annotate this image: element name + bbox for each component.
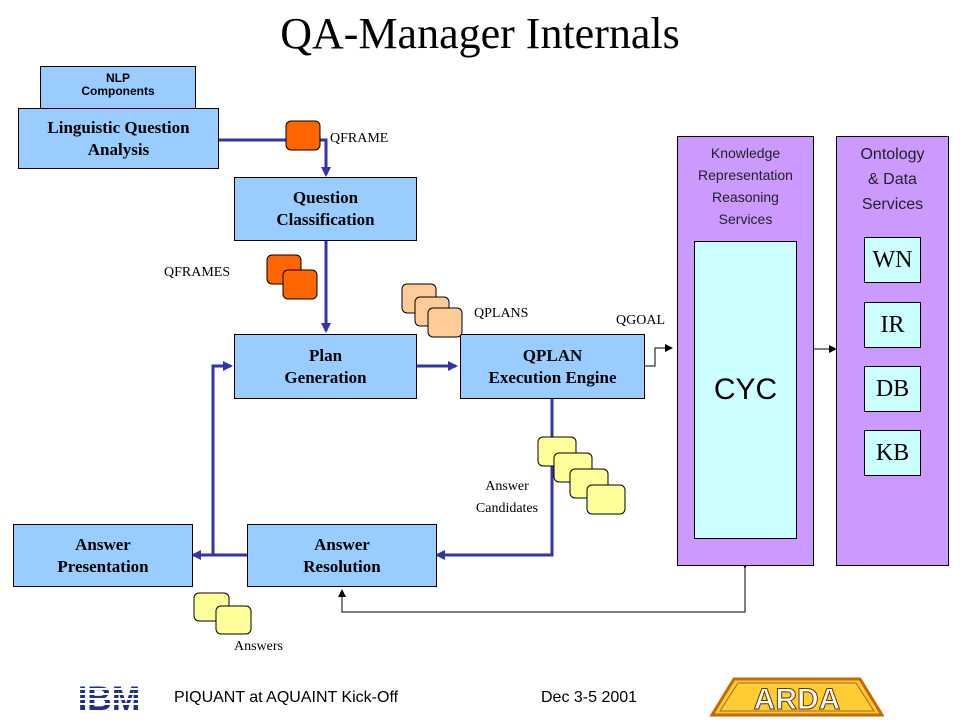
service-wn[interactable]: WN <box>864 237 921 283</box>
ibm-logo: IBM <box>66 680 152 714</box>
question-classification-box[interactable]: Question Classification <box>234 177 417 241</box>
linguistic-question-analysis-box[interactable]: Linguistic Question Analysis <box>18 108 219 169</box>
svg-text:IBM: IBM <box>78 680 140 714</box>
answer-presentation-box[interactable]: Answer Presentation <box>13 524 193 587</box>
qgoal-connector <box>638 344 673 370</box>
service-ir[interactable]: IR <box>864 302 921 348</box>
qframes-label: QFRAMES <box>164 265 231 280</box>
qplans-label: QPLANS <box>474 306 529 321</box>
nlp-components-tab: NLP Components <box>40 66 196 110</box>
ontology-panel-title: Ontology & Data Services <box>860 146 925 213</box>
plan-generation-box[interactable]: Plan Generation <box>234 334 417 399</box>
arda-logo: ARDA <box>709 677 885 717</box>
answer-candidate-card <box>586 484 626 515</box>
cyc-box[interactable]: CYC <box>694 241 797 539</box>
service-kb[interactable]: KB <box>864 430 921 476</box>
service-db[interactable]: DB <box>864 366 921 412</box>
qframes-card <box>282 269 318 300</box>
answer-card <box>215 605 252 635</box>
answer-candidates-label: Answer Candidates <box>475 479 539 516</box>
arrow-linguistic-to-classification <box>219 138 331 177</box>
svg-text:ARDA: ARDA <box>754 683 841 716</box>
footer-date: Dec 3-5 2001 <box>541 689 638 706</box>
qframe-card <box>285 120 321 151</box>
ontology-data-services-panel <box>836 136 949 566</box>
footer-event: PIQUANT at AQUAINT Kick-Off <box>174 689 399 706</box>
page-title: QA-Manager Internals <box>280 9 680 58</box>
cyc-to-resolution-connector <box>338 561 749 613</box>
arrow-feedback-to-plan <box>211 361 233 555</box>
qplans-card <box>427 307 463 338</box>
answer-resolution-box[interactable]: Answer Resolution <box>247 524 437 587</box>
qplan-execution-engine-box[interactable]: QPLAN Execution Engine <box>460 334 645 399</box>
kr-panel-title: Knowledge Representation Reasoning Servi… <box>698 145 793 227</box>
qframe-label: QFRAME <box>330 131 389 146</box>
qgoal-label: QGOAL <box>616 313 665 328</box>
answers-label: Answers <box>234 639 283 654</box>
